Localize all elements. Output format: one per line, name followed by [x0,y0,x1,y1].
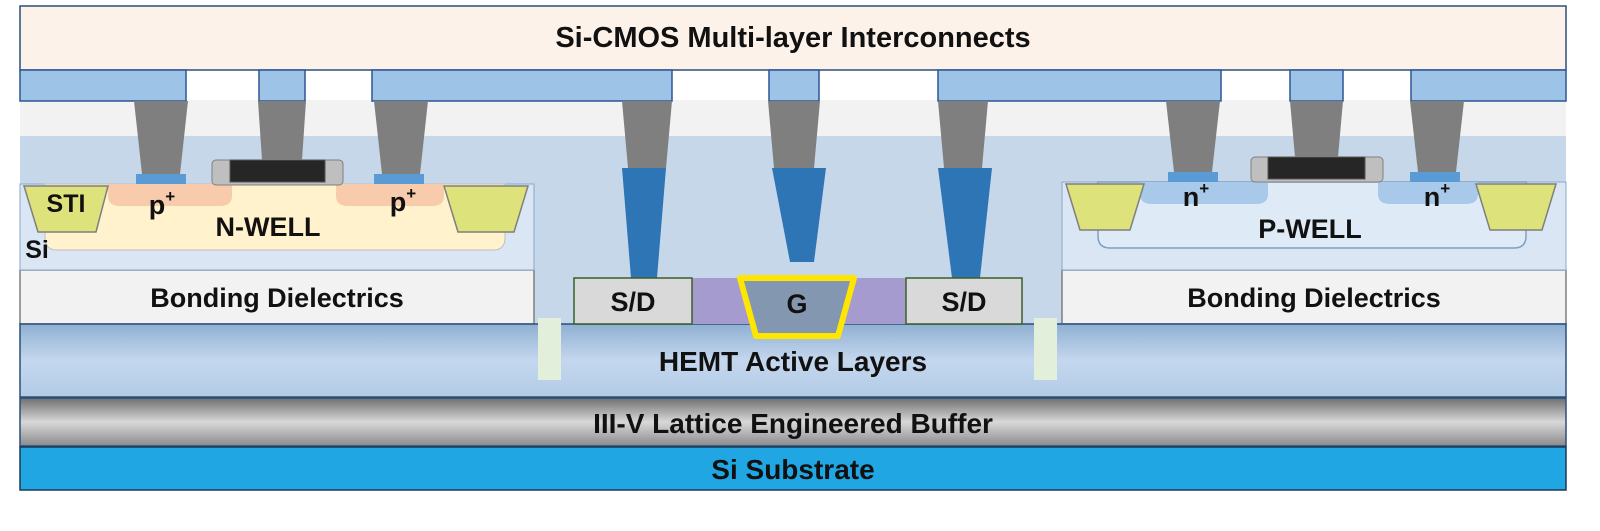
pmos-gate-poly [229,159,326,183]
bond-edge-spacer-right [1034,318,1057,380]
interconnect-label: Si-CMOS Multi-layer Interconnects [555,22,1030,54]
sti-nmos-right [1474,183,1558,231]
n-plus-left-label: n+ [1183,179,1210,212]
via [1166,101,1220,172]
sti-right [442,185,530,233]
p-plus-left [108,184,232,206]
hemt-vias [622,101,992,278]
source-drain-left-label: S/D [610,287,655,317]
sti-left [22,185,109,233]
n-plus-left [1140,182,1268,204]
interconnect-layer [19,5,1567,71]
iii-v-buffer [19,397,1567,447]
metal-line [768,69,820,102]
nmos-contact-pad [1410,172,1460,182]
bonding-dielectric-left-label: Bonding Dielectrics [150,283,404,313]
hemt-gate [737,275,857,339]
p-plus-left-label: p+ [149,187,176,220]
source-drain-right [905,277,1023,325]
via [374,101,428,174]
n-plus-right-label: n+ [1424,179,1451,212]
sti-label: STI [47,190,86,218]
bonding-dielectric-left [19,269,535,325]
p-plus-right-label: p+ [390,184,417,217]
metal-line [1289,69,1344,102]
hemt-gate-label: G [786,289,807,319]
si-substrate [19,446,1567,491]
nmos-contact-pad [1168,172,1218,182]
pmos-contact-pad [136,174,186,184]
cmos-vias [134,101,1464,174]
via-upper [768,101,820,168]
via [258,101,306,160]
source-drain-left [573,277,693,325]
hemt-active-layers-label: HEMT Active Layers [659,346,927,377]
source-drain-right-label: S/D [941,287,986,317]
metal-line [371,69,673,102]
via-lower [772,168,826,262]
n-well-label: N-WELL [216,212,321,242]
metal-line [937,69,1222,102]
via-upper [938,101,988,168]
iii-v-buffer-label: III-V Lattice Engineered Buffer [593,408,993,439]
n-plus-right [1378,182,1478,204]
metal-line [19,69,187,102]
si-substrate-label: Si Substrate [711,454,874,485]
bond-edge-spacer-left [538,318,561,380]
via [1410,101,1464,172]
si-label: Si [25,236,49,264]
bonding-dielectric-right [1061,269,1567,325]
bonding-dielectric-right-label: Bonding Dielectrics [1187,283,1441,313]
via-upper [622,101,672,168]
pmos-contact-pad [374,174,424,184]
p-plus-right [336,184,444,206]
p-well-label: P-WELL [1258,214,1361,244]
via-lower [622,168,666,278]
via-lower [938,168,992,278]
metal-line [258,69,306,102]
via [1290,101,1343,157]
sti-nmos-left [1064,183,1146,231]
metal-line [1410,69,1567,102]
nmos-gate-poly [1267,156,1366,180]
via [134,101,188,174]
metal-lines [19,69,1567,102]
